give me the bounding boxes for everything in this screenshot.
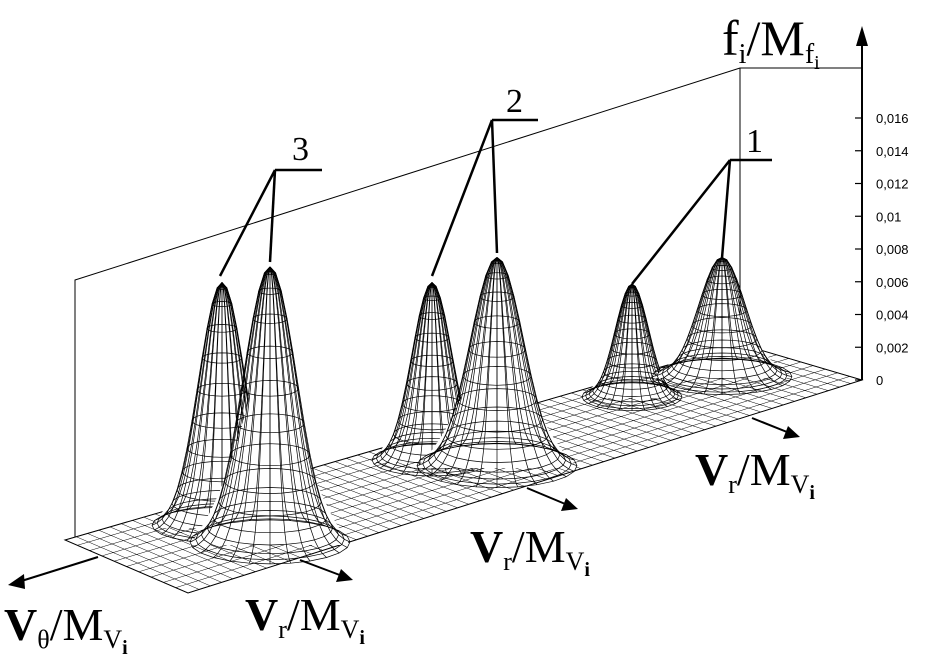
surface-3-peak-2 [189, 266, 351, 565]
curve-label-1-group [631, 158, 772, 285]
radial-arrow-1-icon [783, 426, 800, 439]
curve-label-3-group [218, 168, 322, 277]
surface-2-peak-2 [416, 257, 578, 489]
z-tick-label: 0,016 [876, 111, 909, 126]
z-axis: 0 0,002 0,004 0,006 0,008 0,01 0,012 0,014 0,016 [855, 26, 909, 388]
z-tick-label: 0,008 [876, 242, 909, 257]
theta-axis-title: Vθ/MVi [4, 599, 128, 659]
z-axis-arrow-icon [856, 26, 868, 46]
z-tick-label: 0,004 [876, 308, 909, 323]
z-tick-label: 0,014 [876, 144, 909, 159]
curve-label-2-group [430, 118, 538, 277]
curve-label-1: 1 [746, 123, 763, 160]
radial-axis-title-3: Vr/MVi [245, 589, 365, 649]
z-axis-ticks: 0 0,002 0,004 0,006 0,008 0,01 0,012 0,014 0,016 [855, 111, 909, 388]
z-axis-title: fi/Mfi [722, 10, 820, 74]
curve-label-2: 2 [506, 83, 523, 120]
z-tick-label: 0,012 [876, 177, 909, 192]
radial-axis-title-1: Vr/MVi [695, 444, 815, 504]
surface-1-peak-2 [651, 257, 793, 396]
axis-arrows [8, 417, 800, 589]
theta-arrow-icon [8, 574, 25, 589]
radial-axis-title-2: Vr/MVi [470, 521, 590, 581]
radial-arrow-3-icon [336, 569, 353, 582]
z-tick-label: 0,006 [876, 275, 909, 290]
back-wall-frame [74, 67, 862, 540]
surface-1-peak-1 [581, 283, 683, 412]
curve-label-3: 3 [292, 131, 309, 168]
radial-arrow-2-icon [561, 498, 578, 511]
z-tick-label: 0,002 [876, 340, 909, 355]
z-tick-label: 0,01 [876, 209, 901, 224]
z-tick-label: 0 [876, 373, 883, 388]
surfaces-group [151, 257, 793, 565]
